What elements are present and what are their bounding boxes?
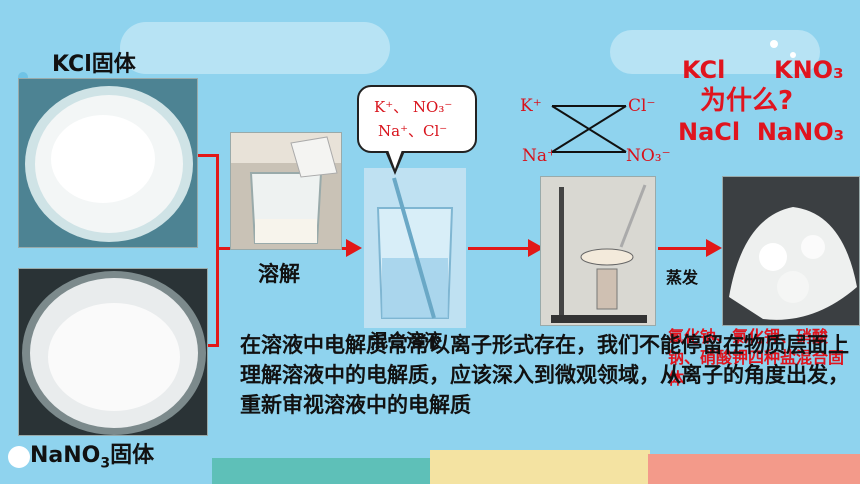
question-kcl: KCl [682,56,726,84]
background-cloud [610,30,820,74]
bottom-stripe-teal [212,458,432,484]
nano3-label-subscript: 3 [100,455,111,472]
question-why: 为什么? [700,86,794,116]
bubble-tail-inner [388,150,402,169]
evaporation-photo [540,176,656,326]
nano3-solid-photo [18,268,208,436]
connector-line [198,154,218,157]
ion-k: K⁺ [520,96,542,116]
ion-na: Na⁺ [522,146,556,166]
bubble-ions-line2: Na⁺、Cl⁻ [378,122,448,140]
product-note: 氯化钠、氯化钾、硝酸钠、硝酸钾四种盐混合固体 [668,327,845,388]
dissolve-label: 溶解 [258,262,300,286]
nano3-label-suffix: 固体 [110,443,155,468]
kcl-solid-photo [18,78,198,248]
connector-line [208,344,218,347]
decoration-dot [18,72,28,82]
ion-speech-bubble [357,85,477,153]
connector-line [216,154,219,347]
mixed-solution-photo [364,168,466,328]
arrow-head-right [346,239,362,257]
decoration-dot [790,52,796,58]
arrow-head-right [706,239,722,257]
background-cloud [120,22,390,74]
evaporate-label: 蒸发 [666,268,699,287]
nano3-solid-label: NaNO3固体 [30,437,154,471]
question-kno3: KNO₃ [774,56,844,84]
decoration-dot [770,40,778,48]
arrow-shaft [468,247,530,250]
dissolving-photo [230,132,342,250]
bottom-stripe-coral [648,454,860,484]
question-nacl-nano3: NaCl NaNO₃ [678,118,845,146]
ion-exchange-lines [551,105,627,153]
mixed-salt-photo [722,176,860,326]
bubble-ions-line1: K⁺、 NO₃⁻ [374,98,453,116]
arrow-shaft [658,247,708,250]
kcl-solid-label: KCl固体 [52,52,136,77]
ion-cl: Cl⁻ [628,96,656,116]
decoration-dot [8,446,30,468]
ion-no3: NO₃⁻ [626,146,671,166]
explanation-paragraph: 在溶液中电解质常常以离子形式存在，我们不能停留在物质层面上理解溶液中的电解质，应… [240,333,849,417]
bottom-stripe-yellow [430,450,650,484]
mixed-solution-label: 混合溶液 [370,331,442,352]
nano3-label-prefix: NaNO [30,443,101,468]
